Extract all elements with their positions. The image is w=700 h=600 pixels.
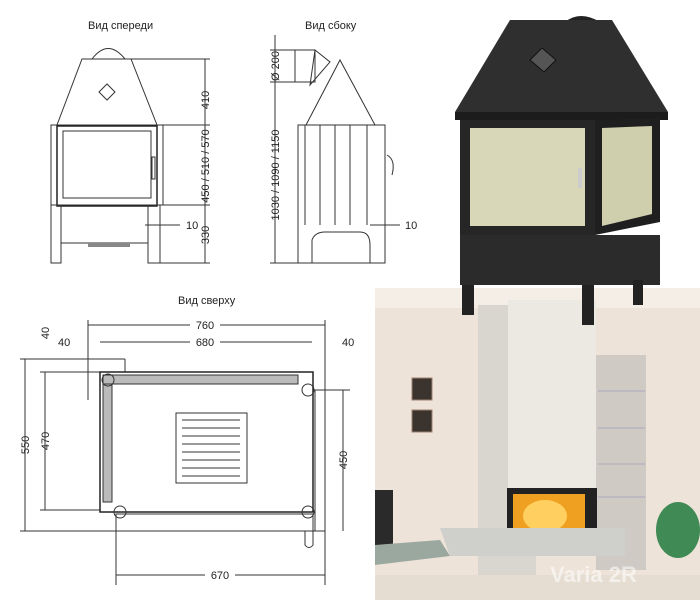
dim-total-height: 1030 / 1090 / 1150 — [270, 130, 282, 221]
dim-door: 450 / 510 / 570 — [200, 129, 212, 202]
grill — [175, 412, 248, 484]
picture-frame — [411, 377, 433, 401]
side-view: Вид сбоку Ø 200 1030 / 1090 / 1150 10 — [270, 20, 417, 264]
dim-base: 330 — [200, 226, 212, 244]
top-view-title: Вид сверху — [178, 295, 236, 307]
dim-top-margin: 40 — [40, 327, 52, 339]
tv — [375, 490, 393, 545]
dim-flue: Ø 200 — [270, 51, 282, 81]
picture-frame — [411, 409, 433, 433]
dim-side-offset: 10 — [405, 220, 417, 232]
fireplace-render — [455, 16, 668, 325]
dim-hood: 410 — [200, 91, 212, 109]
dim-side-glass: 450 — [338, 451, 350, 469]
side-glass — [602, 126, 652, 226]
dim-outer-width: 760 — [196, 320, 214, 332]
dim-front-glass: 670 — [211, 570, 229, 582]
watermark: Varia 2R — [550, 562, 637, 587]
top-view: Вид сверху 760 680 40 40 40 550 — [20, 295, 354, 585]
room-photo: Varia 2R — [375, 288, 700, 600]
front-glass — [470, 128, 585, 226]
front-view: Вид спереди 410 450 / 510 / 570 330 10 — [50, 20, 212, 264]
dim-offset: 10 — [186, 220, 198, 232]
side-view-title: Вид сбоку — [305, 20, 357, 32]
plant — [656, 502, 700, 558]
dim-left-margin: 40 — [58, 337, 70, 349]
front-view-title: Вид спереди — [88, 20, 153, 32]
dim-inner-depth: 470 — [40, 432, 52, 450]
dim-inner-width: 680 — [196, 337, 214, 349]
dim-right-margin: 40 — [342, 337, 354, 349]
dim-outer-depth: 550 — [20, 436, 32, 454]
